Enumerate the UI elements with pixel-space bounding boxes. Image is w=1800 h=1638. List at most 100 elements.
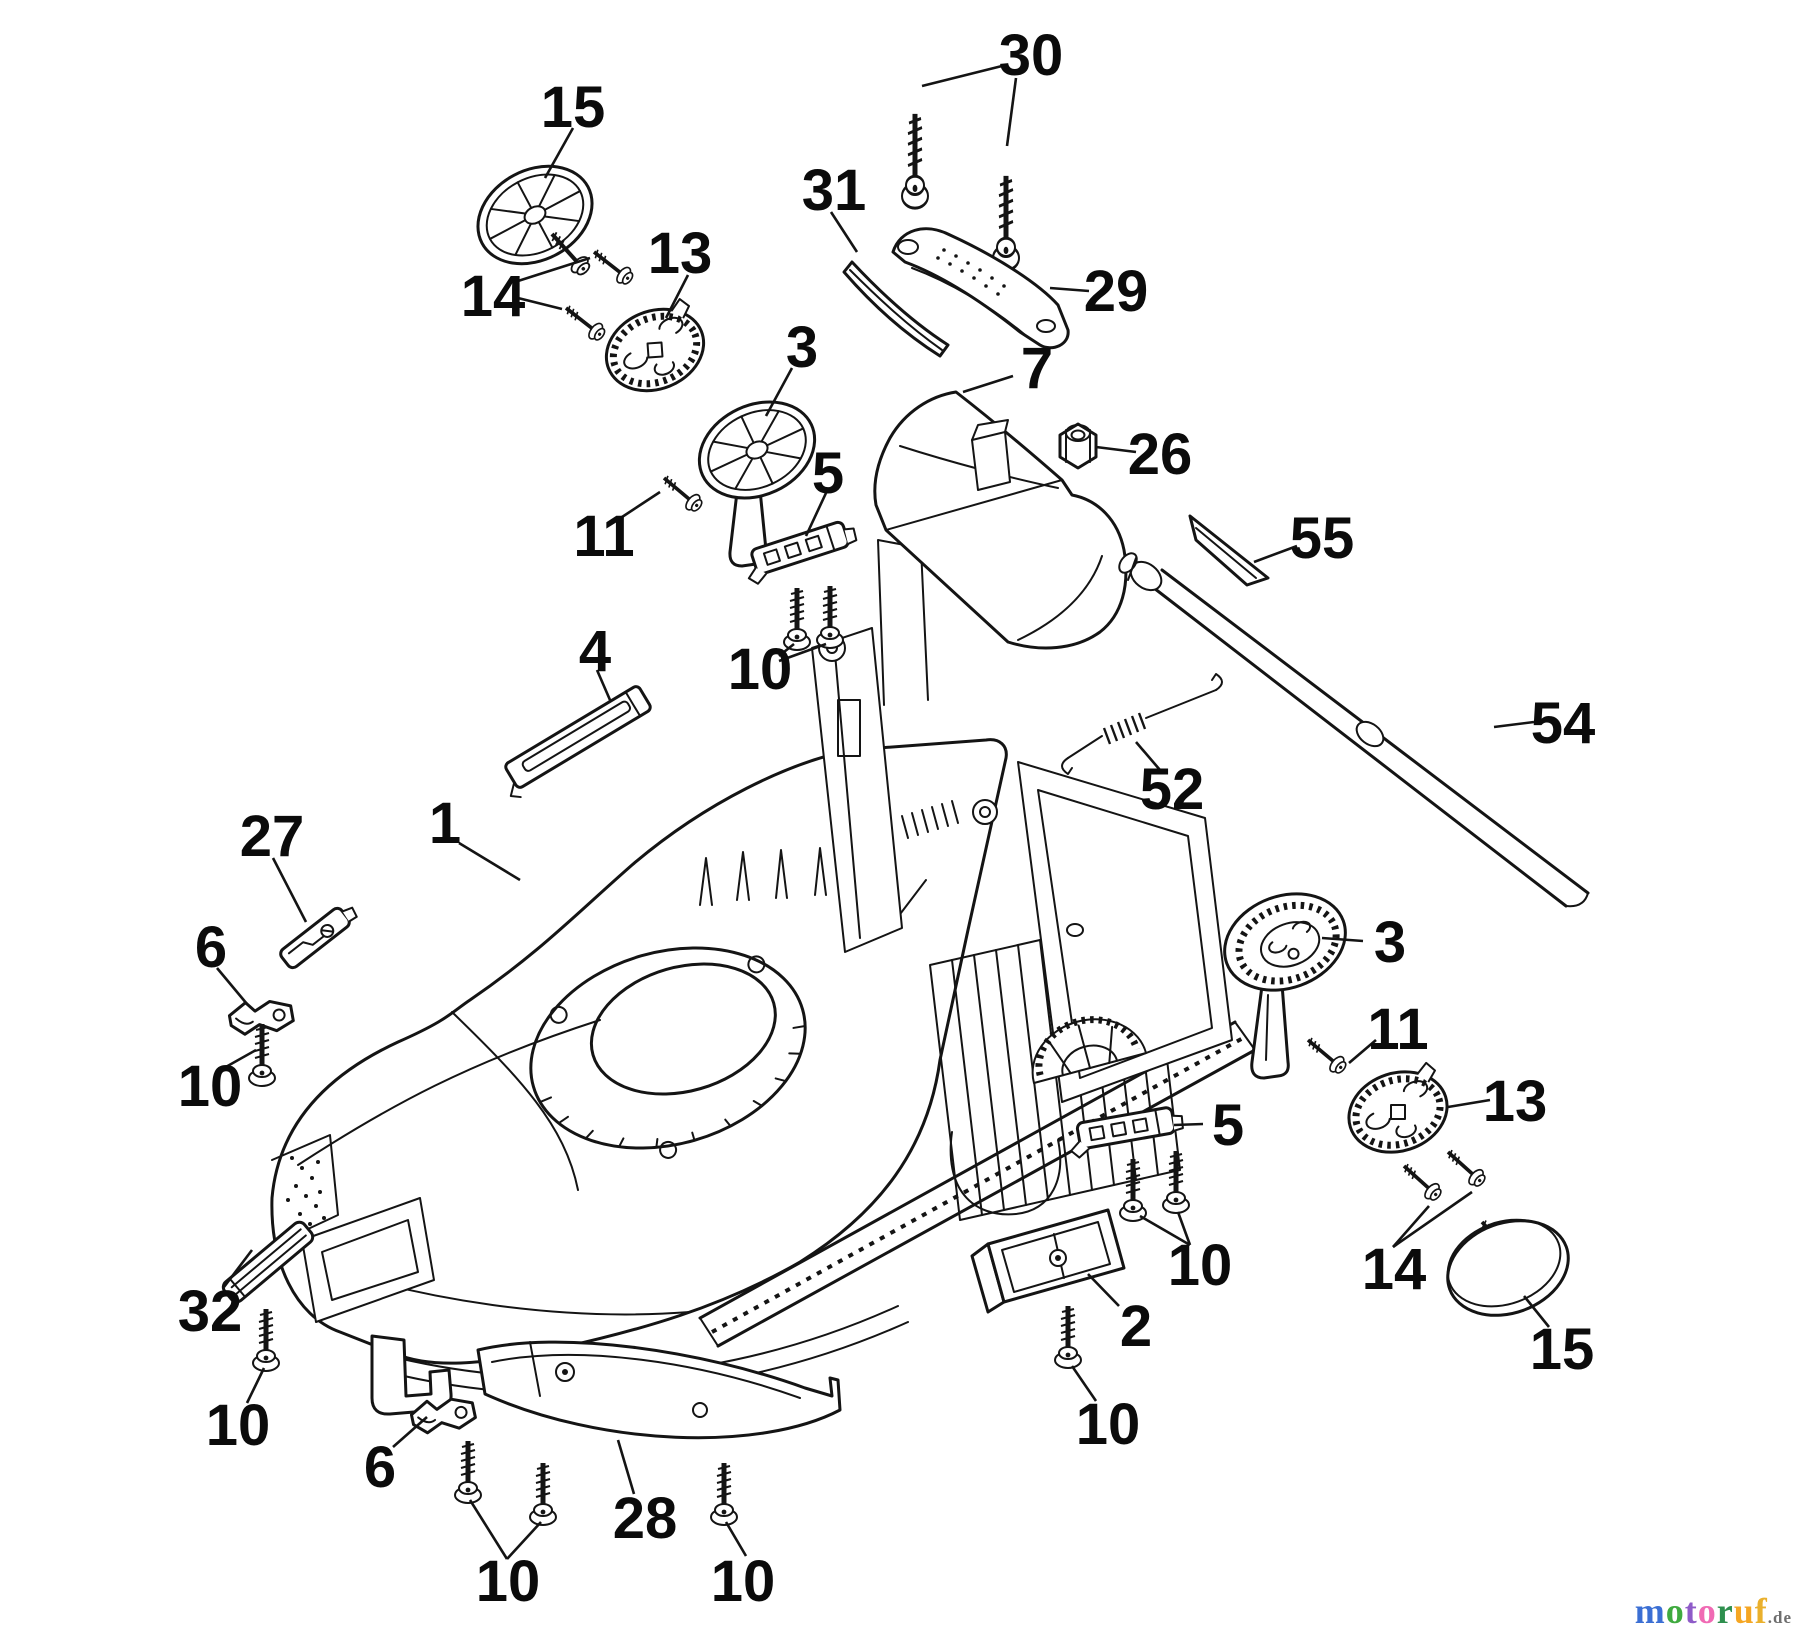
leader-line-18 [1493,720,1535,729]
carry-handle-29 [891,227,1070,350]
leader-line-15 [778,642,795,658]
axle-bracket-5-right [1065,1103,1188,1161]
part-label-4: 4 [579,619,611,684]
leader-line-38 [468,1499,509,1560]
part-label-10-e: 10 [1076,1392,1141,1457]
leader-line-37 [616,1439,636,1495]
part-label-5-right: 5 [1212,1093,1244,1158]
rear-hinge-tower [811,627,998,953]
part-label-6-left: 6 [195,915,227,980]
screw-10-left [249,1024,275,1086]
leader-line-13 [1253,544,1298,564]
screw-10-a2 [817,586,843,648]
rear-plate [1017,761,1233,1103]
leader-line-39 [506,1521,542,1560]
leader-line-8 [764,367,794,417]
part-label-13-top: 13 [648,221,713,286]
part-label-11-top: 11 [573,504,634,569]
flange-bolt-14-r2 [1440,1143,1491,1192]
leader-line-21 [216,967,248,1005]
part-label-3-top: 3 [786,315,818,380]
part-label-15-right: 15 [1530,1317,1595,1382]
leader-line-3 [829,211,859,253]
adjuster-gear-disc-13-top [594,295,716,405]
leader-line-0 [543,127,575,179]
leader-line-26 [1173,1122,1204,1127]
screw-10-e [1055,1306,1081,1368]
part-label-7: 7 [1021,336,1053,401]
leader-line-1 [921,64,1003,88]
leader-line-27 [1139,1214,1191,1247]
handle-screw-30a [902,114,928,208]
leader-line-32 [1087,1273,1120,1307]
part-label-10-d: 10 [206,1393,271,1458]
part-label-52: 52 [1140,757,1205,822]
leader-line-4 [517,256,591,283]
screw-10-f1 [455,1441,481,1503]
watermark-letter: o [1665,1591,1685,1631]
leader-line-17 [1135,741,1161,771]
latch-plate-27 [279,906,358,970]
trim-strip-4 [504,685,652,799]
part-label-2: 2 [1120,1294,1152,1359]
leader-line-31 [1522,1295,1551,1328]
part-label-13-right: 13 [1483,1069,1548,1134]
part-label-28: 28 [613,1486,678,1551]
height-adjuster-3-right [1223,892,1347,1080]
leader-line-7 [1049,286,1090,293]
leader-line-14 [595,669,612,701]
trim-blade-55 [1188,514,1270,587]
leader-line-11 [618,490,661,521]
leader-line-20 [271,857,308,923]
watermark-letter: o [1697,1591,1717,1631]
part-label-10-b: 10 [178,1054,243,1119]
leader-line-40 [724,1521,748,1557]
adjuster-gear-disc-13-right [1338,1059,1457,1164]
part-label-32: 32 [178,1279,243,1344]
part-label-31: 31 [802,158,867,223]
deflector-rod-54 [1118,552,1590,908]
leader-line-36 [392,1416,428,1448]
wheel-cap-disc-15-right [1446,1214,1570,1317]
leader-line-24 [1348,1039,1377,1064]
watermark-tld: .de [1767,1608,1792,1627]
hinge-gear-sector [1031,1016,1148,1085]
screw-10-c1 [1120,1159,1146,1221]
flange-bolt-14-r1 [1396,1157,1447,1206]
part-label-5-top: 5 [812,441,844,506]
screw-10-d [253,1309,279,1371]
access-plate-2 [970,1208,1126,1314]
watermark-letter: f [1754,1591,1768,1631]
part-label-10-f: 10 [476,1549,541,1614]
lower-shield-28 [476,1340,842,1440]
leader-line-2 [1005,77,1018,147]
part-label-54: 54 [1531,691,1596,756]
part-label-55: 55 [1290,506,1355,571]
screw-10-c2 [1163,1151,1189,1213]
part-label-14-right: 14 [1362,1237,1427,1302]
leader-line-35 [1070,1365,1098,1402]
leader-line-22 [223,1048,257,1070]
part-label-30: 30 [999,23,1064,88]
watermark-letter: r [1716,1591,1734,1631]
watermark-letter: u [1733,1591,1755,1631]
part-label-26: 26 [1128,422,1193,487]
shoulder-bolt-11-top [656,469,708,517]
handle-screw-30b [993,176,1019,270]
screw-10-g [711,1463,737,1525]
leader-line-25 [1447,1098,1491,1109]
part-label-1: 1 [429,791,461,856]
leader-line-29 [1392,1205,1430,1248]
shoulder-bolt-11-right [1300,1031,1352,1079]
leader-line-16 [778,642,827,663]
watermark-logo: motoruf.de [1635,1590,1792,1632]
front-axle-boot [370,1334,453,1416]
leader-line-19 [458,841,521,882]
part-label-6-bottom: 6 [364,1435,396,1500]
leader-line-10 [1095,445,1137,454]
leader-lines [216,64,1551,1560]
watermark-letter: t [1684,1591,1698,1631]
leader-line-23 [1321,936,1364,943]
